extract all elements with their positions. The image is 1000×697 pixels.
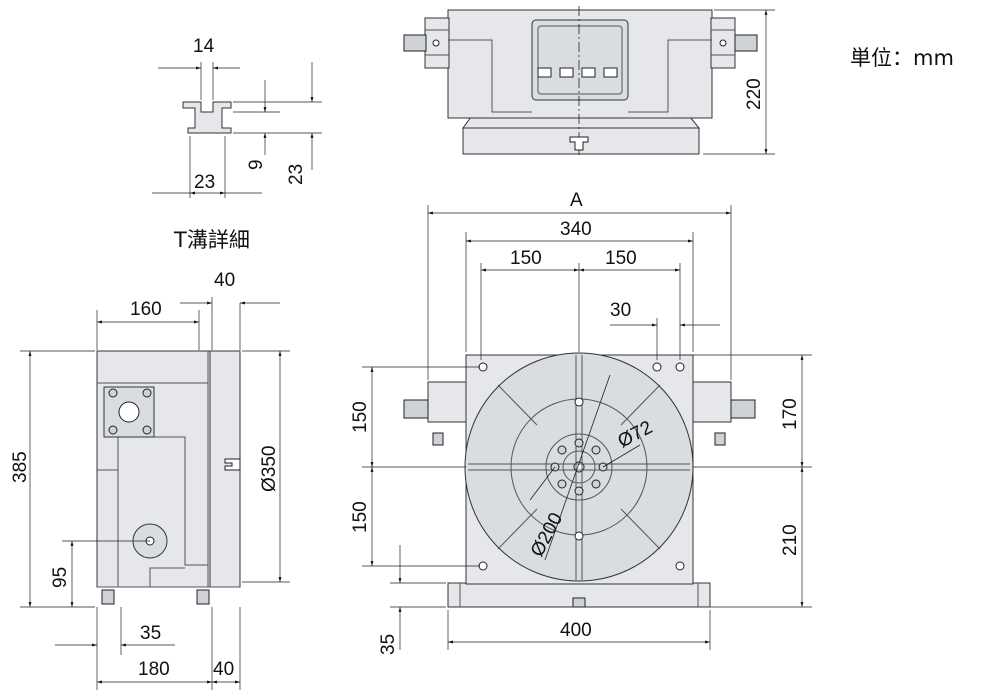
side-view: 160 40 385 Ø350 95 35 180 40 xyxy=(10,270,290,690)
front-view: A 340 150 150 30 150 150 170 210 35 xyxy=(350,190,812,655)
t-slot-profile xyxy=(182,101,232,134)
side-bottom-offset: 35 xyxy=(140,623,161,644)
front-overall: A xyxy=(570,190,583,211)
front-right-half: 150 xyxy=(605,248,637,269)
t-slot-total-height: 23 xyxy=(286,164,307,185)
front-base-height: 35 xyxy=(378,634,399,655)
side-diameter: Ø350 xyxy=(259,446,280,492)
side-top-right: 40 xyxy=(214,270,235,291)
front-slot-offset: 30 xyxy=(610,300,631,321)
front-width: 340 xyxy=(560,219,592,240)
side-height: 385 xyxy=(10,451,31,483)
t-slot-detail: 14 23 9 23 T溝詳細 xyxy=(152,36,322,252)
t-slot-title: T溝詳細 xyxy=(173,228,250,252)
t-slot-neck-height: 9 xyxy=(246,159,267,170)
t-slot-bottom-width: 23 xyxy=(194,172,215,193)
side-top-left: 160 xyxy=(130,299,162,320)
front-right-upper: 170 xyxy=(780,398,801,430)
t-slot-top-width: 14 xyxy=(193,36,215,57)
front-right-lower: 210 xyxy=(780,524,801,556)
side-bottom-left: 180 xyxy=(138,659,170,680)
top-view: 220 xyxy=(403,6,775,155)
front-upper-height: 150 xyxy=(350,401,371,433)
unit-label: 単位：mm xyxy=(850,46,954,70)
top-view-height: 220 xyxy=(744,78,765,110)
side-lower-height: 95 xyxy=(50,567,71,588)
front-base-width: 400 xyxy=(560,620,592,641)
side-bottom-right: 40 xyxy=(213,659,234,680)
front-left-half: 150 xyxy=(510,248,542,269)
front-lower-height: 150 xyxy=(350,501,371,533)
